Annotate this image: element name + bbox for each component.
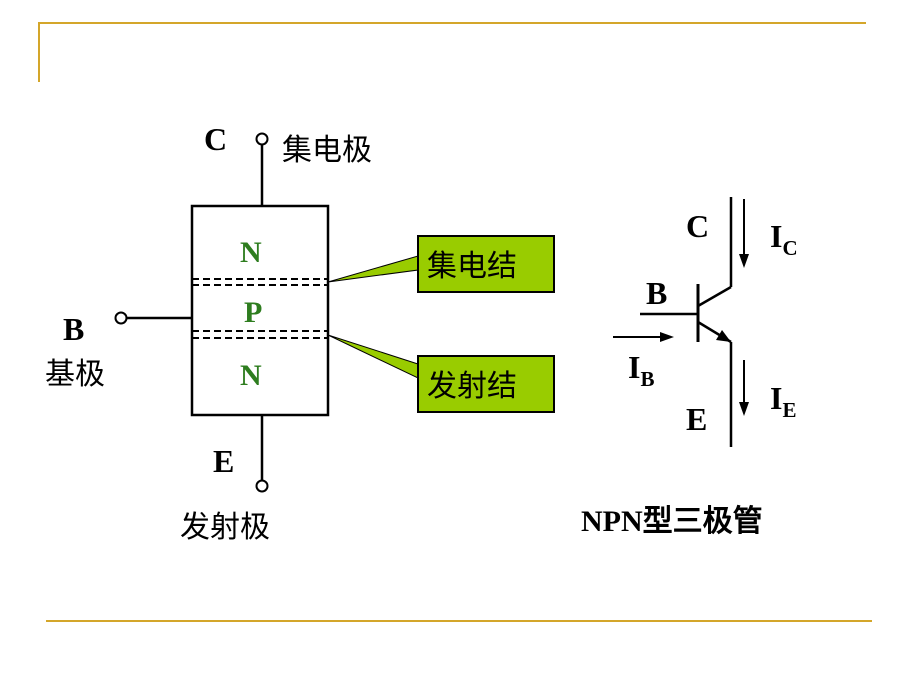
symbol-collector-diagonal [697, 285, 732, 308]
emitter-junction-label: 发射结 [427, 369, 517, 404]
ie-label: IE [770, 380, 796, 422]
collector-junction-pointer [327, 255, 419, 283]
region-top-n: N [240, 236, 262, 269]
ie-main: I [770, 380, 782, 416]
region-bottom-n: N [240, 359, 262, 392]
collector-junction-callout [417, 235, 555, 293]
symbol-caption: NPN型三极管 [581, 505, 763, 538]
symbol-b-letter: B [646, 275, 667, 311]
transistor-structure: C 集电极 N P N B 基极 E 发射极 集电结 发射结 [45, 121, 555, 545]
ib-arrow-head [660, 332, 674, 342]
collector-junction-label: 集电结 [427, 249, 517, 284]
base-name: 基极 [45, 357, 105, 392]
ie-arrow-head [739, 402, 749, 416]
symbol-emitter-arrowhead [716, 330, 731, 342]
emitter-junction-callout [417, 355, 555, 413]
ib-sub: B [640, 367, 654, 391]
collector-name: 集电极 [282, 133, 372, 168]
region-middle-p: P [244, 296, 262, 329]
ic-label: IC [770, 218, 798, 260]
emitter-junction-pointer [327, 334, 419, 379]
collector-letter: C [204, 121, 227, 157]
emitter-letter: E [213, 443, 234, 479]
symbol-c-letter: C [686, 208, 709, 244]
ic-main: I [770, 218, 782, 254]
ic-arrow-head [739, 254, 749, 268]
emitter-name: 发射极 [180, 510, 270, 545]
ie-sub: E [782, 398, 796, 422]
semiconductor-block [190, 204, 330, 417]
npn-symbol: C B E IC IB IE NPN型三极管 [581, 197, 798, 538]
emitter-terminal [255, 479, 269, 493]
ib-main: I [628, 349, 640, 385]
collector-terminal [255, 132, 269, 146]
ic-sub: C [782, 236, 797, 260]
base-terminal [114, 311, 128, 325]
ib-label: IB [628, 349, 654, 391]
symbol-e-letter: E [686, 401, 707, 437]
base-letter: B [63, 311, 84, 347]
